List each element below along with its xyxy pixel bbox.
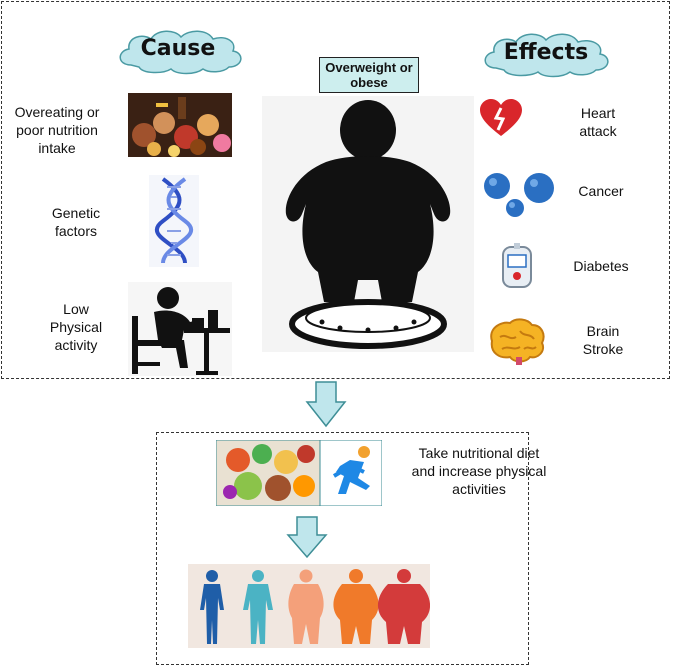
cause-label-low-activity: Low Physical activity	[49, 301, 103, 353]
brain-icon	[490, 318, 545, 365]
body-figure-2	[243, 570, 273, 644]
down-arrow-icon	[286, 516, 328, 559]
solution-frame	[156, 432, 529, 665]
effect-label-diabetes: Diabetes	[573, 258, 629, 274]
healthy-food-photo	[216, 440, 320, 506]
junk-food-photo	[128, 93, 232, 157]
center-title: Overweight or obese	[319, 57, 419, 93]
body-figure-4	[333, 569, 379, 644]
cause-label-overeating: Overeating or poor nutrition intake	[14, 104, 100, 156]
cause-cloud	[119, 30, 242, 75]
down-arrow-icon	[305, 381, 347, 428]
cancer-cells-icon	[484, 173, 554, 217]
cause-title: Cause	[140, 36, 216, 61]
body-figure-1	[200, 570, 224, 644]
body-figure-5	[378, 569, 430, 644]
running-person-icon	[320, 440, 382, 506]
effects-cloud	[484, 33, 609, 78]
broken-heart-icon	[480, 99, 522, 136]
body-type-spectrum	[188, 564, 430, 648]
sitting-eating-person-icon	[128, 282, 232, 376]
dna-icon	[149, 175, 199, 267]
glucose-meter-icon	[502, 243, 532, 288]
cause-effect-frame	[1, 1, 670, 379]
effect-label-brain-stroke: Brain Stroke	[582, 323, 624, 357]
cause-label-genetic: Genetic factors	[51, 205, 101, 239]
effect-label-heart-attack: Heart attack	[579, 105, 617, 139]
obese-person-on-scale-icon	[262, 96, 474, 352]
effects-title: Effects	[503, 40, 589, 65]
body-figure-3	[288, 569, 324, 644]
solution-label: Take nutritional diet and increase physi…	[411, 445, 547, 497]
effect-label-cancer: Cancer	[578, 183, 624, 199]
